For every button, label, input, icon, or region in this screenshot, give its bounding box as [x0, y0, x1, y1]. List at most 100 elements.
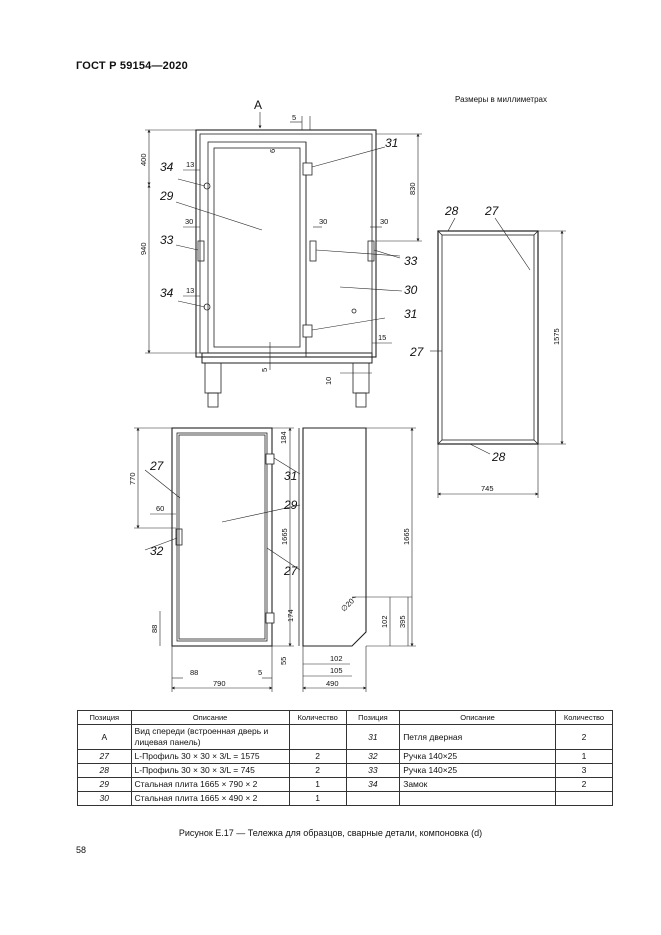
cell-desc: Петля дверная [399, 724, 556, 750]
cell-qty: 1 [288, 777, 347, 792]
dim-5-top: 5 [292, 113, 296, 122]
document-header: ГОСТ Р 59154—2020 [76, 60, 188, 72]
cell-qty: 2 [288, 763, 347, 778]
dim-diameter-20: ∅20 [339, 597, 356, 614]
callout-31-plate: 31 [284, 469, 297, 483]
cell-qty [554, 791, 614, 806]
cell-qty: 3 [554, 763, 614, 778]
cell-pos: 30 [77, 791, 132, 806]
cell-desc: Стальная плита 1665 × 790 × 2 [130, 777, 290, 792]
view-a-label: А [254, 98, 262, 112]
dim-5-bottom: 5 [260, 368, 269, 372]
cell-qty: 2 [288, 749, 347, 764]
dim-6: 6 [268, 149, 277, 153]
technical-drawing: А 34 29 33 34 31 33 30 31 28 27 27 28 27… [128, 98, 566, 692]
dim-30-left: 30 [185, 217, 193, 226]
dim-745: 745 [481, 484, 494, 493]
col-position-1: Позиция [77, 710, 132, 725]
table-row: 28 L-Профиль 30 × 30 × 3/L = 745 2 33 Ру… [77, 763, 614, 778]
dim-400: 400 [139, 153, 148, 166]
table-header-row: Позиция Описание Количество Позиция Опис… [77, 710, 614, 725]
side-panel-view [298, 427, 367, 647]
dim-174: 174 [286, 609, 295, 622]
dim-830: 830 [408, 182, 417, 195]
cell-pos [345, 791, 401, 806]
callout-27-top: 27 [484, 204, 500, 218]
frame-dimensions [430, 217, 566, 498]
cell-desc: Стальная плита 1665 × 490 × 2 [130, 791, 290, 806]
cell-desc: L-Профиль 30 × 30 × 3/L = 745 [130, 763, 290, 778]
callout-27-plate: 27 [149, 459, 165, 473]
parts-table: Позиция Описание Количество Позиция Опис… [77, 710, 614, 806]
callout-28-bottom: 28 [491, 450, 506, 464]
figure-caption: Рисунок Е.17 — Тележка для образцов, сва… [178, 828, 483, 838]
col-description-1: Описание [130, 710, 290, 725]
dim-790: 790 [213, 679, 226, 688]
front-dimensions [145, 112, 422, 374]
callout-33-right: 33 [404, 254, 418, 268]
callout-34-top: 34 [160, 160, 174, 174]
table-row: 29 Стальная плита 1665 × 790 × 2 1 34 За… [77, 777, 614, 792]
dim-55: 55 [279, 657, 288, 665]
table-row: А Вид спереди (встроенная дверь и лицева… [77, 724, 614, 750]
cell-pos: 29 [77, 777, 132, 792]
cell-pos: А [77, 724, 132, 750]
callout-34-bottom: 34 [160, 286, 174, 300]
callout-30: 30 [404, 283, 418, 297]
dim-88-horiz: 88 [190, 668, 198, 677]
page-number: 58 [76, 845, 87, 855]
col-description-2: Описание [399, 710, 556, 725]
cell-pos: 28 [77, 763, 132, 778]
cell-qty: 1 [288, 791, 347, 806]
dim-10: 10 [324, 377, 333, 385]
dim-13-top: 13 [186, 160, 194, 169]
cell-qty: 2 [554, 777, 614, 792]
dim-1575: 1575 [552, 328, 561, 345]
front-view [195, 129, 377, 408]
col-quantity-2: Количество [554, 710, 614, 725]
callout-29-plate: 29 [283, 498, 298, 512]
callout-32: 32 [150, 544, 164, 558]
callout-33-left: 33 [160, 233, 174, 247]
col-quantity-1: Количество [288, 710, 347, 725]
plate-dimensions [134, 427, 301, 692]
dim-184: 184 [279, 431, 288, 444]
side-panel-dimensions [302, 427, 416, 692]
cell-pos: 33 [345, 763, 401, 778]
dim-490: 490 [326, 679, 339, 688]
cell-desc [399, 791, 556, 806]
dim-60: 60 [156, 504, 164, 513]
callout-28-top: 28 [444, 204, 459, 218]
cell-qty: 1 [554, 749, 614, 764]
cell-desc: Ручка 140×25 [399, 749, 556, 764]
dim-30-mid: 30 [319, 217, 327, 226]
dim-15: 15 [378, 333, 386, 342]
table-row: 27 L-Профиль 30 × 30 × 3/L = 1575 2 32 Р… [77, 749, 614, 764]
cell-desc: Ручка 140×25 [399, 763, 556, 778]
dim-88-vert: 88 [150, 625, 159, 633]
dim-940: 940 [139, 242, 148, 255]
dim-770: 770 [128, 472, 137, 485]
cell-pos: 31 [345, 724, 401, 750]
callout-27-left: 27 [409, 345, 425, 359]
dim-1665-side: 1665 [402, 528, 411, 545]
callout-31-top: 31 [385, 136, 398, 150]
cell-qty [288, 724, 347, 750]
dim-102-horiz: 102 [330, 654, 343, 663]
cell-pos: 32 [345, 749, 401, 764]
col-position-2: Позиция [345, 710, 401, 725]
cell-pos: 27 [77, 749, 132, 764]
dim-105: 105 [330, 666, 343, 675]
cell-desc: Замок [399, 777, 556, 792]
dim-102-vert: 102 [380, 615, 389, 628]
callout-31-bottom: 31 [404, 307, 417, 321]
cell-desc: Вид спереди (встроенная дверь и лицевая … [130, 724, 290, 750]
plate-view [171, 427, 275, 647]
dim-5-plate: 5 [258, 668, 262, 677]
table-row: 30 Стальная плита 1665 × 490 × 2 1 [77, 791, 614, 806]
cell-desc: L-Профиль 30 × 30 × 3/L = 1575 [130, 749, 290, 764]
dim-395: 395 [398, 615, 407, 628]
dim-1665-plate: 1665 [280, 528, 289, 545]
dim-13-bottom: 13 [186, 286, 194, 295]
dim-30-right: 30 [380, 217, 388, 226]
